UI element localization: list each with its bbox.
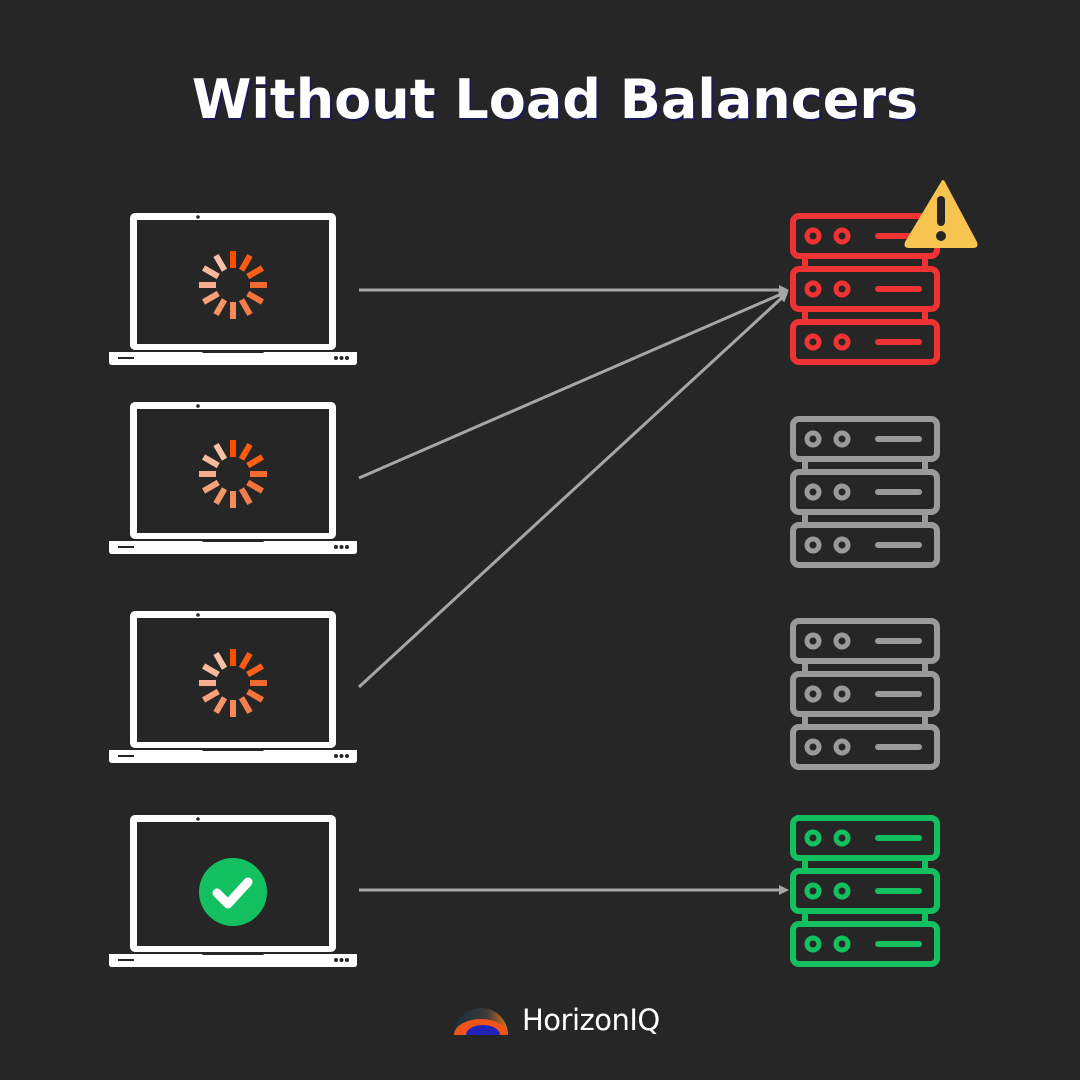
client-laptop-2: [109, 402, 357, 554]
horizon-logo-icon: [454, 1008, 508, 1035]
server-stack-idle-1: [793, 419, 937, 565]
warning-icon: [904, 180, 978, 248]
diagram-title: Without Load Balancers: [191, 68, 919, 131]
server-stack-healthy: [793, 818, 937, 964]
arrow-client-2-to-server-1: [358, 290, 789, 480]
server-stack-idle-2: [793, 621, 937, 767]
laptop-icon: [109, 402, 357, 554]
brand-name: HorizonIQ: [522, 1003, 660, 1037]
server-icon: [793, 621, 937, 767]
client-laptop-3: [109, 611, 357, 763]
laptop-icon: [109, 213, 357, 365]
client-laptop-4: [109, 815, 357, 967]
server-icon: [793, 818, 937, 964]
connection-arrows: [357, 285, 789, 895]
client-laptop-1: [109, 213, 357, 365]
checkmark-icon: [199, 858, 267, 926]
brand-logo: HorizonIQ: [452, 1000, 660, 1040]
laptop-icon: [109, 611, 357, 763]
arrow-client-3-to-server-1: [357, 291, 789, 689]
server-icon: [793, 419, 937, 565]
